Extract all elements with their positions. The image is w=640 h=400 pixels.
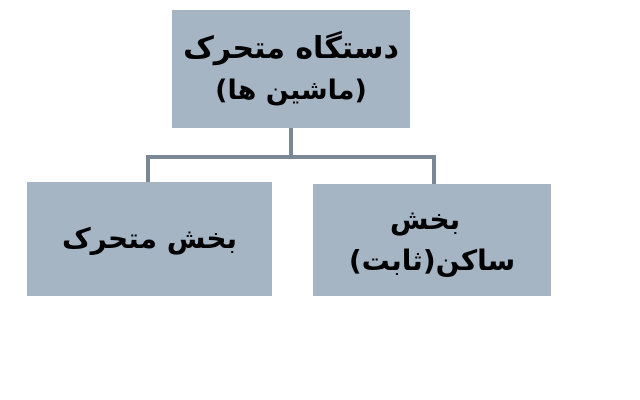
node-root-line-1: دستگاه متحرک: [183, 30, 399, 66]
connector-horizontal-bar: [146, 155, 436, 159]
connector-stem-root: [289, 128, 293, 158]
node-root-mobile-device[interactable]: دستگاه متحرک (ماشین ها): [172, 10, 410, 128]
node-static-part-line-2: ساکن(ثابت): [348, 243, 516, 277]
node-static-part[interactable]: بخش ساکن(ثابت): [313, 184, 551, 296]
node-moving-part[interactable]: بخش متحرک: [27, 182, 272, 296]
node-moving-part-label: بخش متحرک: [61, 222, 238, 256]
node-static-part-line-1: بخش: [389, 203, 461, 237]
connector-drop-to-moving-part: [146, 155, 150, 184]
node-root-line-2: (ماشین ها): [215, 75, 367, 107]
connector-drop-to-static-part: [432, 155, 436, 184]
